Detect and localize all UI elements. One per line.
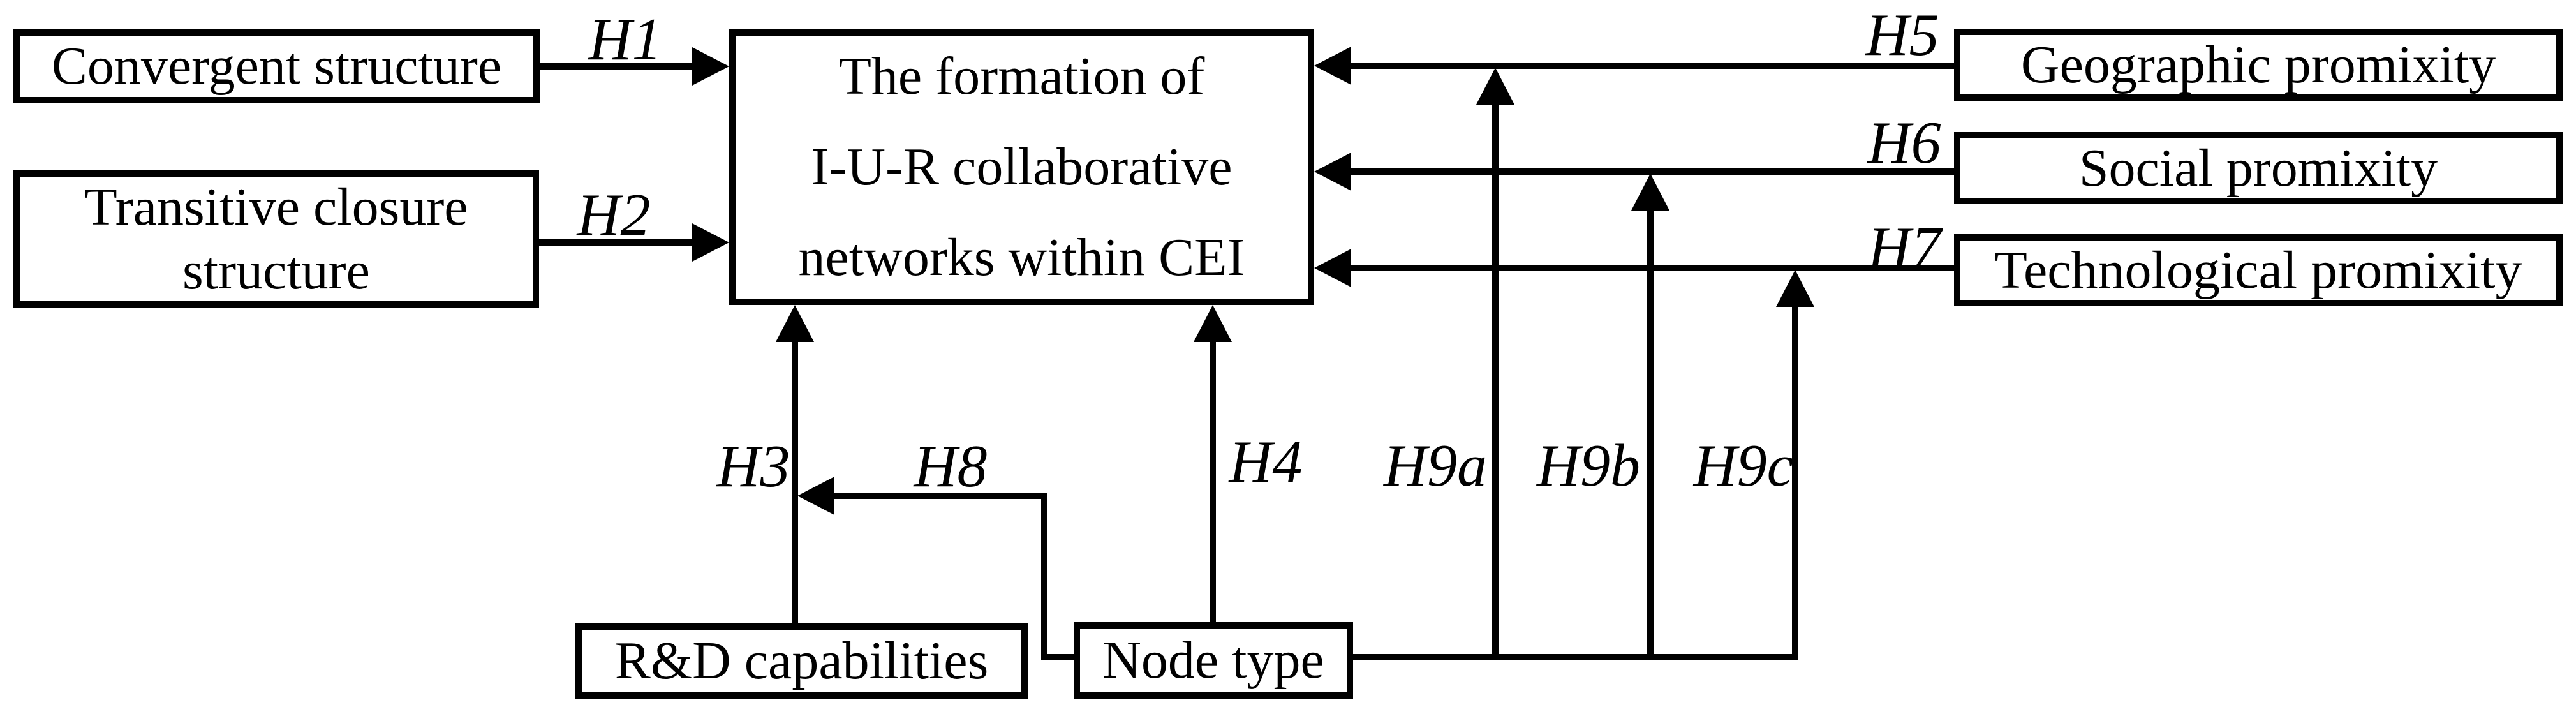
h8-elbow-stub-line bbox=[1041, 654, 1074, 660]
h9a-arrow-line bbox=[1492, 102, 1499, 660]
h9b-arrow-line bbox=[1647, 208, 1654, 660]
h9b-arrowhead-up-icon bbox=[1631, 174, 1669, 211]
label-h4: H4 bbox=[1229, 429, 1303, 495]
label-h3: H3 bbox=[716, 433, 790, 500]
label-h9a: H9a bbox=[1384, 433, 1487, 499]
label-h6: H6 bbox=[1867, 110, 1941, 176]
h5-arrow-line bbox=[1349, 63, 1954, 69]
h2-arrow-line bbox=[539, 239, 696, 246]
h8-elbow-vertical-line bbox=[1041, 493, 1047, 660]
h9a-arrowhead-up-icon bbox=[1476, 68, 1514, 105]
label-h5: H5 bbox=[1865, 2, 1939, 68]
h4-arrowhead-up-icon bbox=[1194, 305, 1232, 342]
box-iur-network-formation: The formation of I-U-R collaborative net… bbox=[729, 29, 1314, 305]
label-h2: H2 bbox=[577, 182, 651, 248]
h8-arrowhead-left-icon bbox=[797, 477, 834, 515]
box-rd-capabilities: R&D capabilities bbox=[575, 623, 1028, 699]
label-h9c: H9c bbox=[1693, 433, 1794, 499]
h5-arrowhead-left-icon bbox=[1314, 47, 1351, 85]
h9c-arrowhead-up-icon bbox=[1776, 270, 1814, 307]
box-convergent-structure: Convergent structure bbox=[13, 29, 540, 103]
label-h9b: H9b bbox=[1537, 433, 1640, 499]
h1-arrowhead-right-icon bbox=[692, 47, 729, 86]
label-h1: H1 bbox=[588, 6, 662, 73]
label-h8: H8 bbox=[914, 433, 988, 500]
h4-arrow-line bbox=[1210, 339, 1216, 622]
box-transitive-closure-structure: Transitive closure structure bbox=[13, 170, 539, 308]
h6-arrowhead-left-icon bbox=[1314, 153, 1351, 191]
h9-trunk-line bbox=[1351, 654, 1798, 660]
box-social-proximity: Social promixity bbox=[1954, 132, 2563, 204]
h3-arrowhead-up-icon bbox=[776, 305, 814, 342]
box-node-type: Node type bbox=[1074, 622, 1353, 699]
h1-arrow-line bbox=[540, 63, 696, 70]
box-technological-proximity: Technological promixity bbox=[1954, 234, 2563, 306]
h3-arrow-line bbox=[792, 339, 798, 623]
h2-arrowhead-right-icon bbox=[692, 223, 729, 262]
h7-arrowhead-left-icon bbox=[1314, 249, 1351, 287]
box-geographic-proximity: Geographic promixity bbox=[1954, 29, 2563, 101]
label-h7: H7 bbox=[1867, 215, 1941, 281]
h9c-arrow-line bbox=[1792, 304, 1798, 660]
h8-arrow-line bbox=[832, 493, 1047, 499]
h6-arrow-line bbox=[1349, 168, 1954, 175]
